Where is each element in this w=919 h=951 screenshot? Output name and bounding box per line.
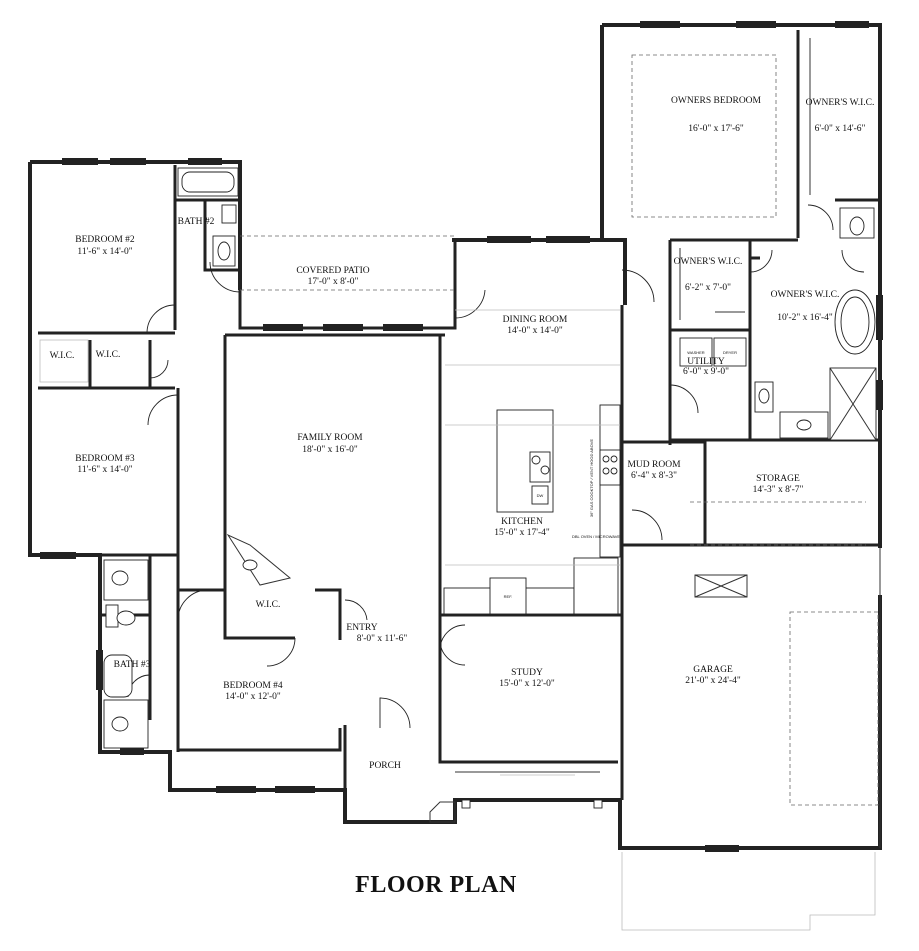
- utility-name: UTILITY: [687, 357, 725, 367]
- garage-name: GARAGE: [693, 665, 733, 675]
- entry-size: 8'-0" x 11'-6": [357, 634, 408, 644]
- entry-name: ENTRY: [346, 623, 377, 633]
- oven-label: DBL OVEN / MICROWAVE: [572, 534, 620, 539]
- wic-right-name: W.I.C.: [96, 350, 121, 360]
- fixture-labels: REF. DW WASHER DRYER 36" GAS COOKTOP / V…: [504, 350, 737, 599]
- kitchen-size: 15'-0" x 17'-4": [494, 528, 550, 538]
- dining-room-size: 14'-0" x 14'-0": [507, 326, 563, 336]
- refrigerator-label: REF.: [504, 594, 513, 599]
- bedroom3-name: BEDROOM #3: [75, 454, 135, 464]
- exterior-walls: [28, 23, 882, 850]
- windows: [40, 21, 883, 852]
- bedroom4-name: BEDROOM #4: [223, 681, 283, 691]
- wic-entry-name: W.I.C.: [256, 600, 281, 610]
- bedroom2-size: 11'-6" x 14'-0": [77, 247, 132, 257]
- utility-size: 6'-0" x 9'-0": [683, 367, 729, 377]
- owners-wic-top-name: OWNER'S W.I.C.: [806, 98, 875, 108]
- dishwasher-label: DW: [537, 493, 544, 498]
- porch-name: PORCH: [369, 761, 401, 771]
- doors: [127, 204, 865, 729]
- mud-room-name: MUD ROOM: [627, 460, 681, 470]
- bedroom3-size: 11'-6" x 14'-0": [77, 465, 132, 475]
- family-room-name: FAMILY ROOM: [297, 433, 363, 443]
- owners-bedroom-name: OWNERS BEDROOM: [671, 96, 762, 106]
- owners-wic-small-size: 6'-2" x 7'-0": [685, 283, 731, 293]
- bath3-name: BATH #3: [114, 660, 151, 670]
- storage-size: 14'-3" x 8'-7": [753, 485, 804, 495]
- room-labels: OWNERS BEDROOM 16'-0" x 17'-6" OWNER'S W…: [50, 96, 875, 771]
- plan-title: FLOOR PLAN: [355, 872, 517, 898]
- owners-wic-bath-size: 10'-2" x 16'-4": [777, 313, 833, 323]
- bath2-name: BATH #2: [178, 217, 215, 227]
- owners-wic-small-name: OWNER'S W.I.C.: [674, 257, 743, 267]
- garage-size: 21'-0" x 24'-4": [685, 676, 741, 686]
- owners-wic-bath-name: OWNER'S W.I.C.: [771, 290, 840, 300]
- kitchen-name: KITCHEN: [501, 517, 543, 527]
- study-size: 15'-0" x 12'-0": [499, 679, 555, 689]
- dryer-label: DRYER: [723, 350, 737, 355]
- covered-patio-size: 17'-0" x 8'-0": [308, 277, 359, 287]
- mud-room-size: 6'-4" x 8'-3": [631, 471, 677, 481]
- cooktop-label: 36" GAS COOKTOP / VENT HOOD ABOVE: [589, 439, 594, 517]
- bedroom2-name: BEDROOM #2: [75, 235, 135, 245]
- washer-label: WASHER: [687, 350, 705, 355]
- study-name: STUDY: [511, 668, 543, 678]
- fixtures: [39, 38, 879, 931]
- covered-patio-name: COVERED PATIO: [296, 266, 369, 276]
- owners-wic-top-size: 6'-0" x 14'-6": [815, 124, 866, 134]
- family-room-size: 18'-0" x 16'-0": [302, 445, 358, 455]
- interior-walls: [38, 30, 880, 800]
- owners-bedroom-size: 16'-0" x 17'-6": [688, 124, 744, 134]
- bedroom4-size: 14'-0" x 12'-0": [225, 692, 281, 702]
- dining-room-name: DINING ROOM: [503, 315, 568, 325]
- storage-name: STORAGE: [756, 474, 800, 484]
- wic-left-name: W.I.C.: [50, 351, 75, 361]
